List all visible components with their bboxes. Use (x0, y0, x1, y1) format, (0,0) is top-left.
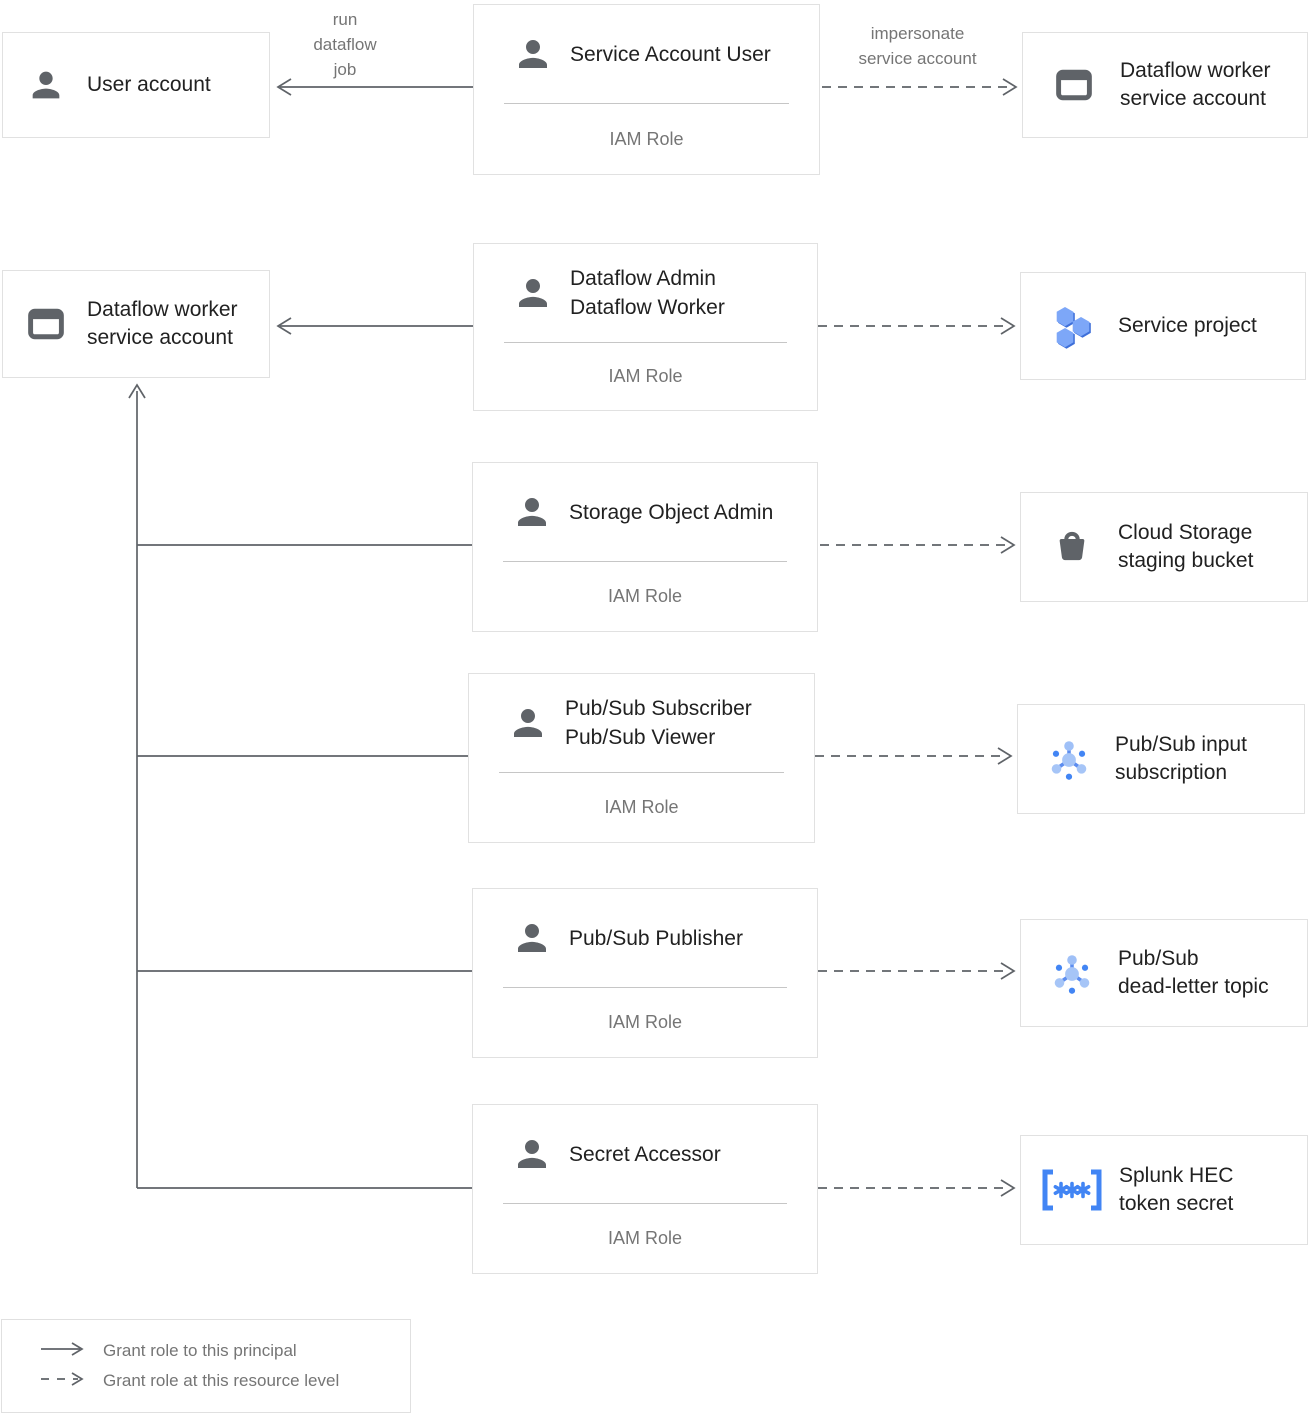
edge-label-run-dataflow-job: run dataflow job (313, 10, 377, 79)
person-icon (509, 917, 555, 959)
node-pubsub-dead-letter-topic: Pub/Sub dead-letter topic (1020, 919, 1308, 1027)
legend-dashed-label: Grant role at this resource level (103, 1371, 340, 1390)
node-title: Pub/Sub Subscriber Pub/Sub Viewer (565, 697, 752, 749)
divider (503, 1203, 787, 1204)
node-storage-object-admin: Storage Object Admin IAM Role (472, 462, 818, 632)
node-splunk-hec-token-secret: Splunk HEC token secret (1020, 1135, 1308, 1245)
node-dataflow-admin-worker: Dataflow Admin Dataflow Worker IAM Role (473, 243, 818, 411)
node-secret-accessor: Secret Accessor IAM Role (472, 1104, 818, 1274)
node-title: Storage Object Admin (569, 500, 774, 524)
divider (499, 772, 784, 773)
secret-brackets-icon (1021, 1167, 1111, 1213)
service-account-card-icon (1023, 67, 1107, 103)
divider (504, 103, 789, 104)
person-icon (509, 1133, 555, 1175)
legend-row-dashed: Grant role at this resource level (40, 1371, 410, 1392)
service-account-card-icon (3, 306, 75, 342)
legend-solid-arrow-icon (40, 1341, 86, 1362)
project-hexagons-icon (1021, 302, 1105, 350)
legend-dashed-arrow-icon (40, 1371, 86, 1392)
iam-role-label: IAM Role (607, 1228, 683, 1248)
node-pubsub-input-subscription: Pub/Sub input subscription (1017, 704, 1305, 814)
node-label: Service project (1118, 314, 1257, 337)
edge-splunk-secret-level (818, 1179, 1016, 1197)
divider (503, 987, 787, 988)
iam-role-label: IAM Role (609, 128, 684, 149)
edge-deadletter-topic-level (818, 962, 1016, 980)
node-title: Dataflow Admin Dataflow Worker (570, 267, 725, 319)
iam-role-label: IAM Role (607, 1012, 683, 1032)
iam-role-label: IAM Role (604, 797, 679, 817)
iam-role-label: IAM Role (607, 586, 683, 606)
pubsub-icon (1021, 948, 1105, 998)
person-icon (505, 702, 551, 744)
iam-role-label: IAM Role (608, 366, 683, 386)
divider (504, 342, 787, 343)
edge-run-dataflow-job (276, 78, 473, 96)
edge-pubsub-subscription-level (815, 747, 1013, 765)
pubsub-icon (1018, 734, 1102, 784)
node-pubsub-subscriber-viewer: Pub/Sub Subscriber Pub/Sub Viewer IAM Ro… (468, 673, 815, 843)
node-title: Pub/Sub Publisher (569, 926, 743, 950)
storage-bucket-icon (1021, 527, 1105, 567)
edge-impersonate-service-account (822, 78, 1018, 96)
node-dataflow-worker-sa-left: Dataflow worker service account (2, 270, 270, 378)
edge-dataflow-admin-grant (276, 317, 473, 335)
person-icon (510, 272, 556, 314)
divider (503, 561, 787, 562)
node-service-account-user: Service Account User IAM Role (473, 4, 820, 175)
edge-storage-bucket-level (820, 536, 1016, 554)
legend: Grant role to this principal Grant role … (1, 1319, 411, 1413)
legend-row-solid: Grant role to this principal (40, 1341, 410, 1362)
edge-label-impersonate: impersonate service account (858, 24, 977, 68)
node-pubsub-publisher: Pub/Sub Publisher IAM Role (472, 888, 818, 1058)
node-cloud-storage-staging-bucket: Cloud Storage staging bucket (1020, 492, 1308, 602)
node-label: Dataflow worker service account (87, 298, 238, 349)
node-label: Dataflow worker service account (1120, 59, 1271, 110)
node-label: Cloud Storage staging bucket (1118, 521, 1254, 572)
person-icon (509, 491, 555, 533)
person-icon (3, 65, 75, 105)
node-user-account: User account (2, 32, 270, 138)
node-label: Splunk HEC token secret (1119, 1164, 1234, 1215)
node-label: Pub/Sub dead-letter topic (1118, 947, 1269, 998)
node-title: Service Account User (570, 42, 771, 66)
edge-service-project-level (818, 317, 1016, 335)
edge-trunk-to-worker-sa (128, 383, 472, 1189)
person-icon (510, 33, 556, 75)
node-service-project: Service project (1020, 272, 1306, 380)
node-label: User account (87, 73, 211, 96)
node-title: Secret Accessor (569, 1142, 721, 1166)
legend-solid-label: Grant role to this principal (103, 1341, 297, 1360)
node-dataflow-worker-sa-top: Dataflow worker service account (1022, 32, 1308, 138)
node-label: Pub/Sub input subscription (1115, 733, 1247, 784)
